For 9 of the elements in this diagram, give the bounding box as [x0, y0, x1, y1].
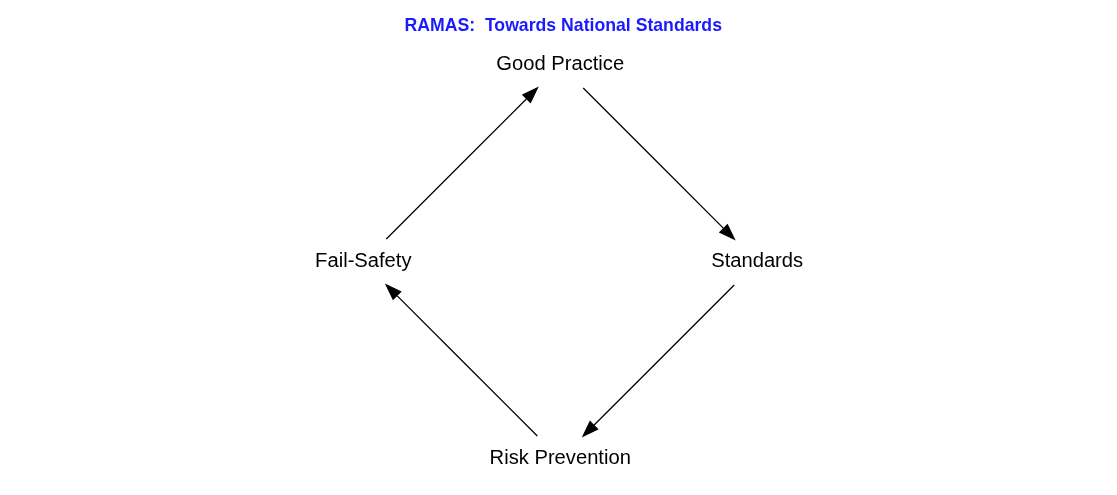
node-text: Risk Prevention	[489, 445, 631, 468]
arrow	[384, 283, 538, 437]
arrow	[582, 87, 736, 241]
arrow	[581, 284, 735, 438]
node-text: Standards	[710, 248, 803, 271]
arrow	[385, 86, 539, 240]
node-text: Fail-Safety	[314, 248, 412, 271]
node-text: Good Practice	[495, 51, 624, 74]
diagram-title: RAMAS: Towards National Standards	[403, 15, 722, 36]
